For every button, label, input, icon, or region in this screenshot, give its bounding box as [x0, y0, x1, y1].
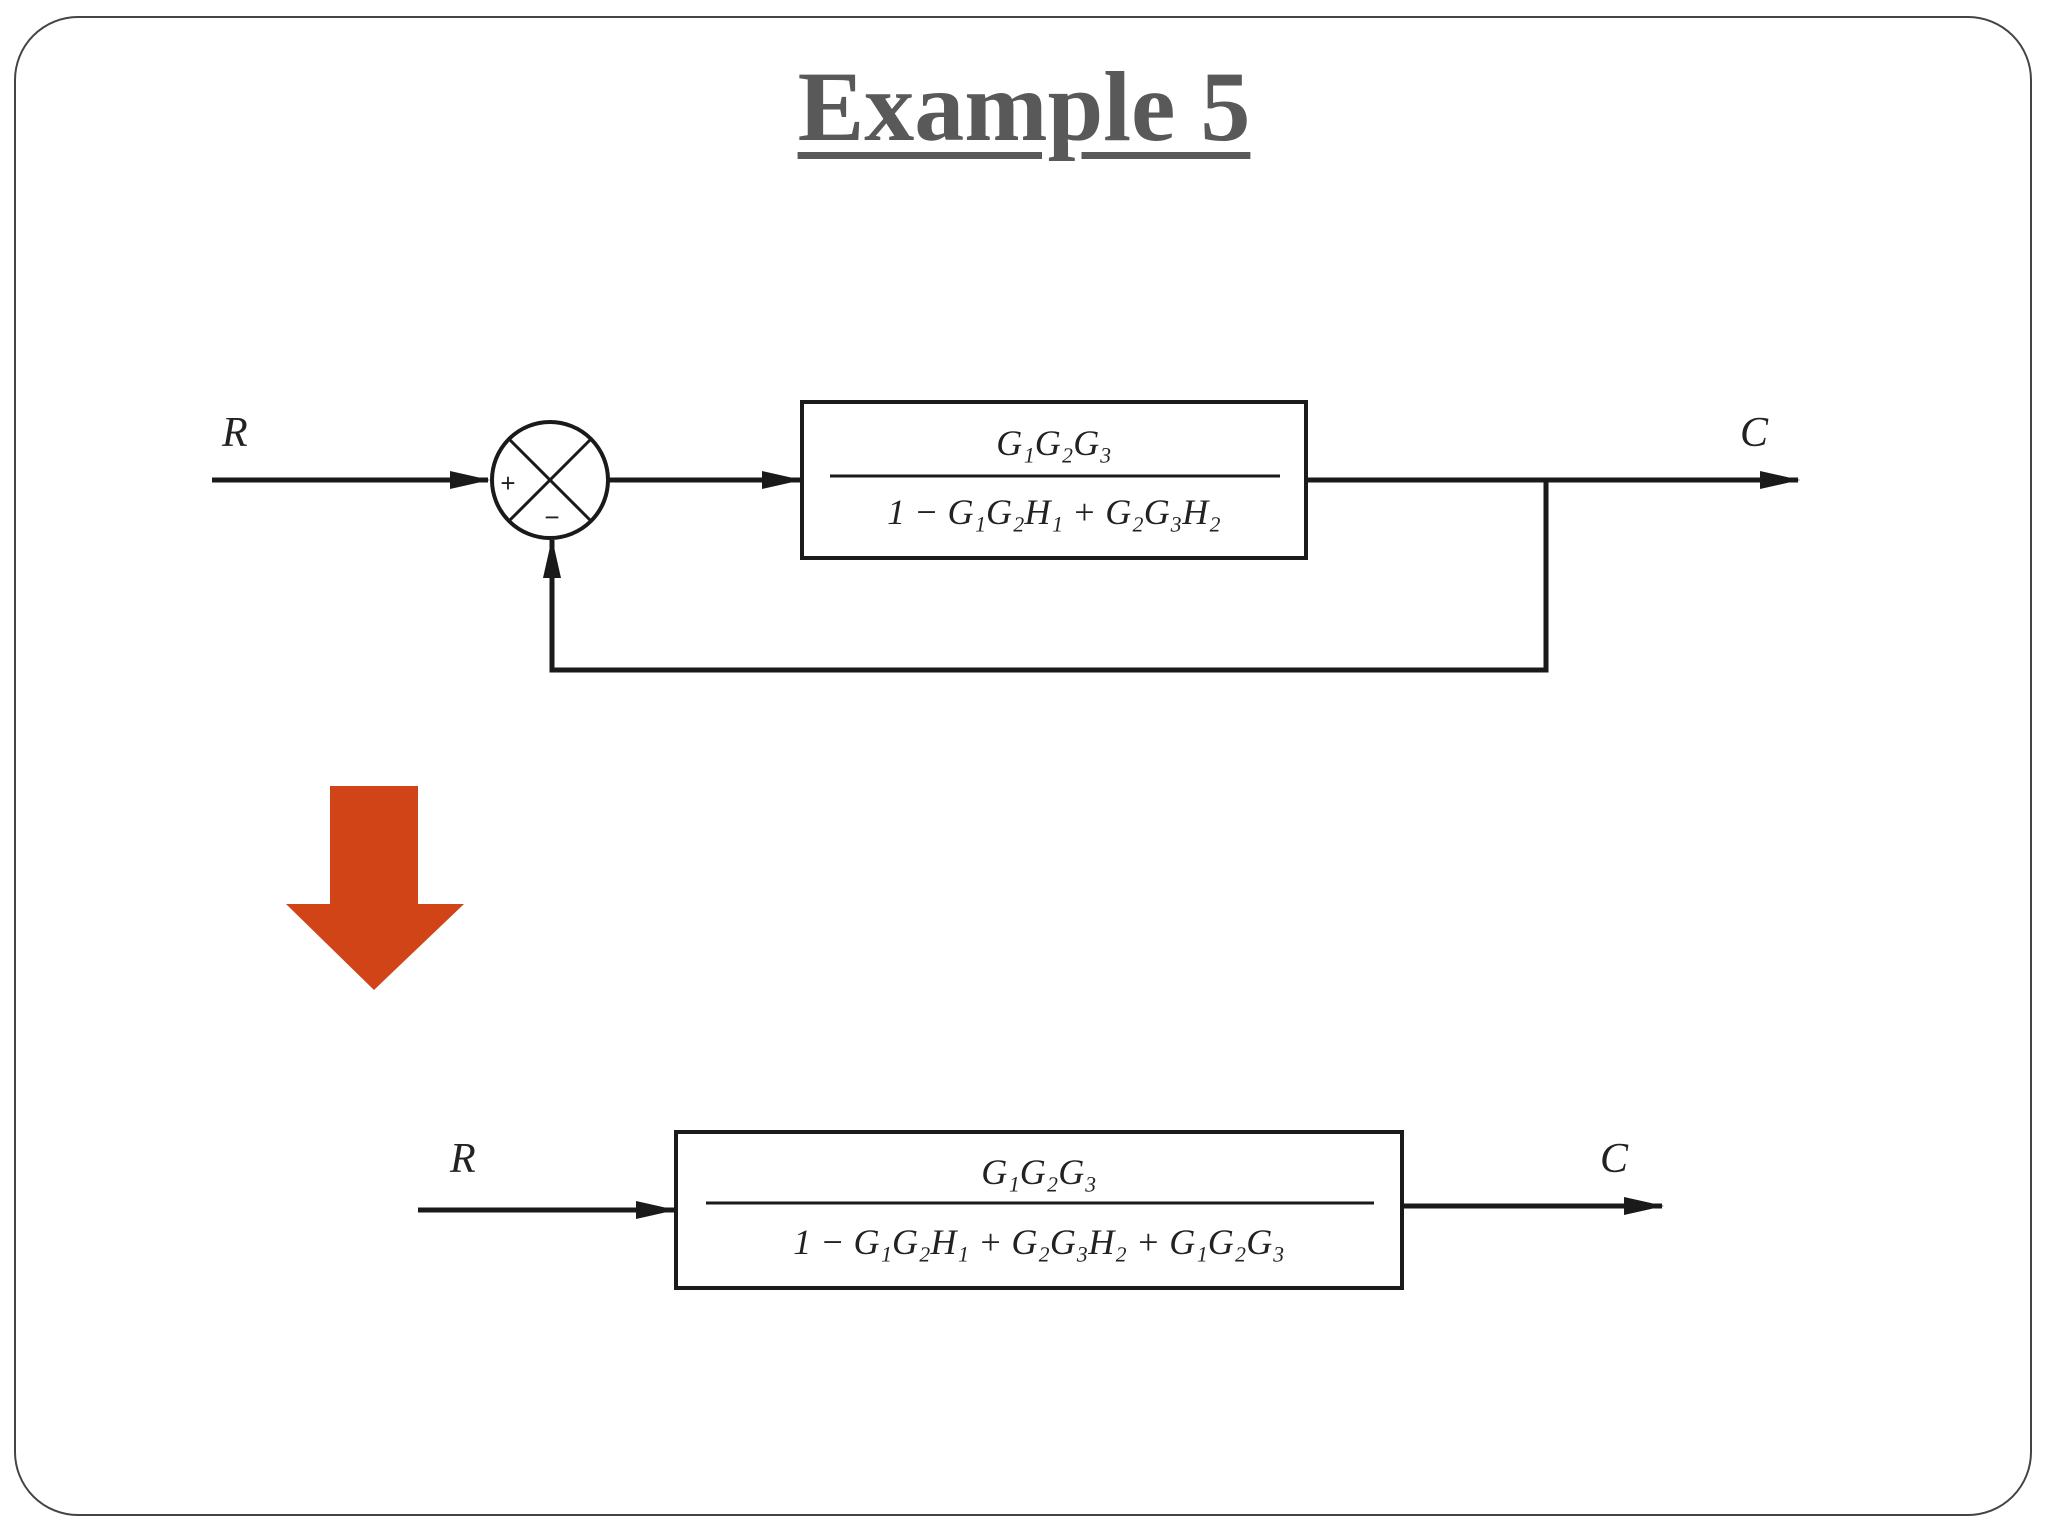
top-output-label: C [1740, 410, 1769, 456]
bottom-numerator: G₁G₂G₃ [981, 1152, 1097, 1192]
summing-junction: + − [490, 420, 610, 540]
bottom-input-label: R [449, 1136, 476, 1182]
bottom-transfer-block [674, 1130, 1404, 1290]
minus-sign: − [544, 502, 559, 532]
feedback-path [543, 480, 1549, 673]
down-arrow-icon [286, 786, 464, 990]
bottom-output-label: C [1600, 1136, 1629, 1182]
top-block-diagram: R + − G₁G₂G₃ 1 − G₁G₂H₁ + G₂G₃H₂ C [212, 400, 1800, 673]
plus-sign: + [500, 468, 515, 498]
top-transfer-block [800, 400, 1308, 560]
slide-title: Example 5 [797, 51, 1251, 162]
top-input-label: R [221, 410, 248, 456]
top-numerator: G₁G₂G₃ [996, 423, 1112, 463]
bottom-block-diagram: R G₁G₂G₃ 1 − G₁G₂H₁ + G₂G₃H₂ + G₁G₂G₃ C [418, 1130, 1664, 1290]
bottom-denominator: 1 − G₁G₂H₁ + G₂G₃H₂ + G₁G₂G₃ [793, 1222, 1285, 1262]
top-denominator: 1 − G₁G₂H₁ + G₂G₃H₂ [887, 492, 1221, 532]
